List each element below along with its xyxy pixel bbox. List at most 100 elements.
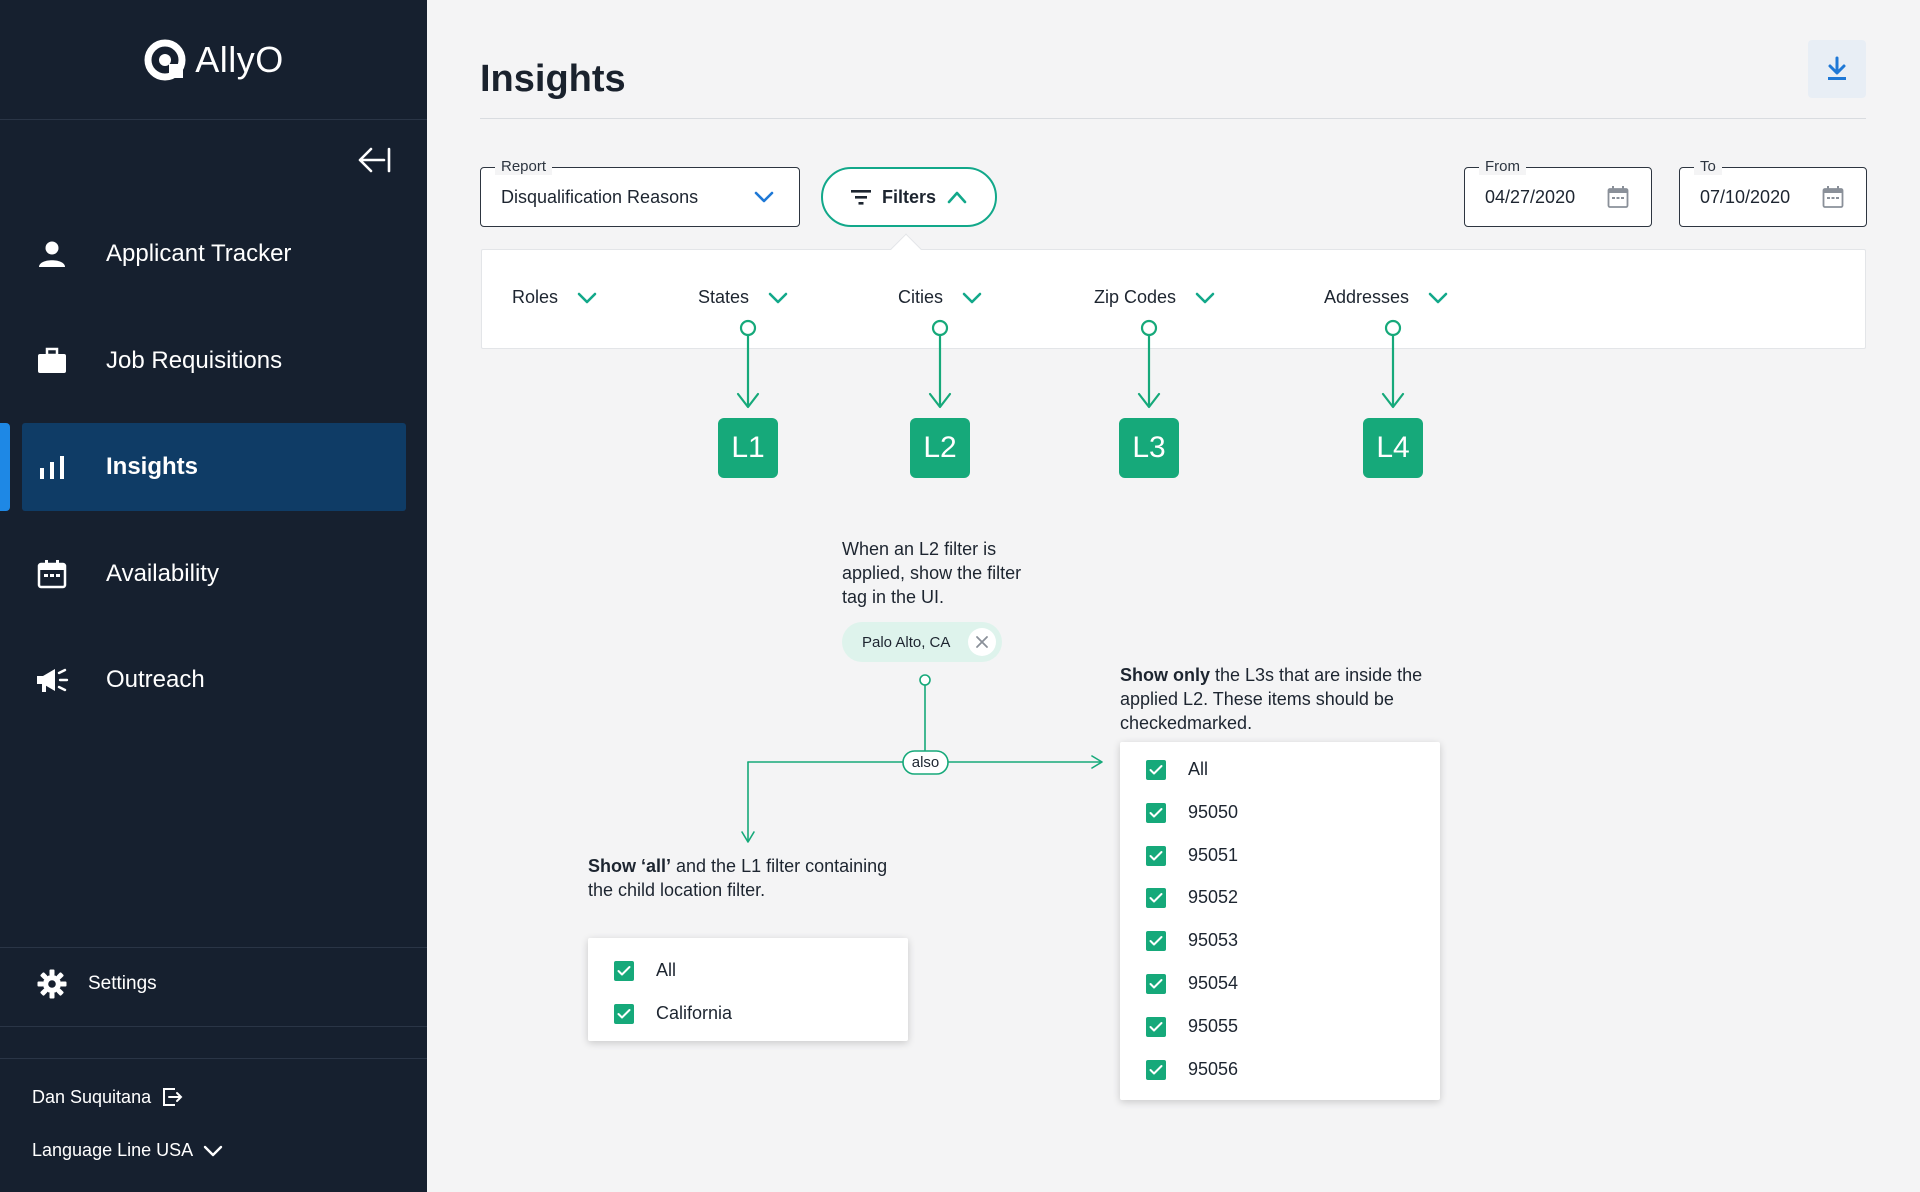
to-value: 07/10/2020 [1700, 186, 1791, 207]
remove-tag-button[interactable] [968, 628, 996, 656]
from-value: 04/27/2020 [1485, 186, 1576, 207]
user-logout-link[interactable]: Dan Suquitana [32, 1086, 183, 1108]
list-item-label: 95054 [1188, 973, 1239, 993]
list-item-label: California [656, 1003, 733, 1023]
list-item[interactable]: 95052 [1146, 887, 1238, 908]
list-item-label: 95051 [1188, 845, 1239, 865]
level-badge-l1: L1 [718, 418, 778, 478]
checkbox-checked-icon[interactable] [1146, 887, 1166, 908]
sidebar-divider [0, 947, 427, 948]
filter-roles-dropdown[interactable]: Roles [512, 287, 598, 308]
download-icon [1828, 56, 1846, 80]
filter-panel [481, 249, 1866, 349]
filter-label: Cities [898, 287, 944, 307]
list-item[interactable]: 95056 [1146, 1059, 1238, 1080]
l1-checkbox-list: All California [588, 938, 908, 1041]
filters-label: Filters [881, 186, 937, 207]
brand-logo[interactable]: AllyO [0, 0, 427, 120]
sidebar-item-label: Availability [106, 560, 219, 587]
l2-annotation-note: When an L2 filter is applied, show the f… [842, 537, 1082, 609]
note-bold: Show ‘all’ [588, 856, 672, 876]
note-line: tag in the UI. [842, 587, 945, 607]
chevron-down-icon [203, 1145, 223, 1156]
list-item-label: 95055 [1188, 1016, 1239, 1036]
list-item[interactable]: All [1146, 759, 1208, 780]
checkbox-checked-icon[interactable] [614, 1003, 634, 1024]
close-icon [976, 636, 988, 648]
filter-cities-dropdown[interactable]: Cities [898, 287, 983, 308]
list-item-label: 95056 [1188, 1059, 1239, 1079]
sidebar-item-applicant-tracker[interactable]: Applicant Tracker [22, 210, 406, 298]
filter-label: States [698, 287, 750, 307]
sidebar-item-label: Applicant Tracker [106, 240, 292, 267]
checkbox-checked-icon[interactable] [1146, 1059, 1166, 1080]
sidebar-item-outreach[interactable]: Outreach [22, 636, 406, 724]
sidebar-item-label: Job Requisitions [106, 347, 283, 374]
checkbox-checked-icon[interactable] [1146, 802, 1166, 823]
language-label: Language Line USA [32, 1140, 194, 1160]
from-legend: From [1479, 158, 1526, 175]
chevron-down-icon [754, 191, 774, 203]
bar-chart-icon [32, 447, 72, 487]
list-item-label: 95052 [1188, 887, 1239, 907]
note-line: applied L2. These items should be [1120, 689, 1394, 709]
chevron-down-icon [1195, 292, 1215, 303]
filter-zip-codes-dropdown[interactable]: Zip Codes [1094, 287, 1216, 308]
sidebar-item-insights[interactable]: Insights [22, 423, 406, 511]
checkbox-checked-icon[interactable] [1146, 1016, 1166, 1037]
note-line: the child location filter. [588, 880, 766, 900]
filters-button[interactable]: Filters [821, 167, 997, 227]
list-item[interactable]: 95050 [1146, 802, 1238, 823]
checkbox-checked-icon[interactable] [1146, 845, 1166, 866]
calendar-icon[interactable] [1822, 185, 1844, 209]
note-text: and the L1 filter containing [671, 856, 888, 876]
chevron-down-icon [1428, 292, 1448, 303]
list-item[interactable]: 95055 [1146, 1016, 1238, 1037]
filter-addresses-dropdown[interactable]: Addresses [1324, 287, 1449, 308]
from-date-field[interactable]: From 04/27/2020 [1464, 158, 1652, 227]
list-item-label: 95053 [1188, 930, 1239, 950]
level-badge-l2: L2 [910, 418, 970, 478]
checkbox-checked-icon[interactable] [1146, 930, 1166, 951]
report-legend: Report [495, 158, 553, 175]
level-badge-l3: L3 [1119, 418, 1179, 478]
filter-label: Addresses [1324, 287, 1410, 307]
chevron-up-icon [947, 191, 967, 204]
filter-label: Roles [512, 287, 559, 307]
right-annotation-note: Show only the L3s that are inside the ap… [1120, 663, 1450, 735]
sidebar-item-label: Outreach [106, 666, 205, 693]
report-select[interactable]: Report Disqualification Reasons [480, 158, 800, 227]
left-annotation-note: Show ‘all’ and the L1 filter containing … [588, 854, 928, 902]
list-item-label: 95050 [1188, 802, 1239, 822]
megaphone-icon [32, 660, 72, 700]
calendar-icon[interactable] [1607, 185, 1629, 209]
list-item[interactable]: 95054 [1146, 973, 1238, 994]
list-item[interactable]: 95053 [1146, 930, 1238, 951]
report-value: Disqualification Reasons [501, 186, 699, 207]
checkbox-checked-icon[interactable] [1146, 973, 1166, 994]
collapse-sidebar-button[interactable] [353, 142, 393, 178]
download-button[interactable] [1808, 40, 1866, 98]
filter-label: Zip Codes [1094, 287, 1177, 307]
brand-name: AllyO [195, 38, 284, 80]
allyo-logo-icon [143, 38, 187, 82]
language-selector[interactable]: Language Line USA [32, 1140, 223, 1161]
settings-label: Settings [88, 973, 157, 994]
sidebar-item-label: Insights [106, 453, 199, 480]
chevron-down-icon [768, 292, 788, 303]
also-label: also [911, 754, 940, 771]
to-date-field[interactable]: To 07/10/2020 [1679, 158, 1867, 227]
checkbox-checked-icon[interactable] [1146, 759, 1166, 780]
chevron-down-icon [962, 292, 982, 303]
sidebar-item-availability[interactable]: Availability [22, 530, 406, 618]
person-icon [32, 234, 72, 274]
filter-states-dropdown[interactable]: States [698, 287, 789, 308]
list-item[interactable]: 95051 [1146, 845, 1238, 866]
l3-checkbox-list: All 95050 95051 95052 95053 95054 95055 … [1120, 742, 1440, 1100]
settings-link[interactable]: Settings [36, 968, 157, 1000]
list-item[interactable]: All [614, 960, 676, 981]
checkbox-checked-icon[interactable] [614, 960, 634, 981]
note-line: checkedmarked. [1120, 713, 1253, 733]
sidebar-item-job-requisitions[interactable]: Job Requisitions [22, 317, 406, 405]
list-item[interactable]: California [614, 1003, 732, 1024]
